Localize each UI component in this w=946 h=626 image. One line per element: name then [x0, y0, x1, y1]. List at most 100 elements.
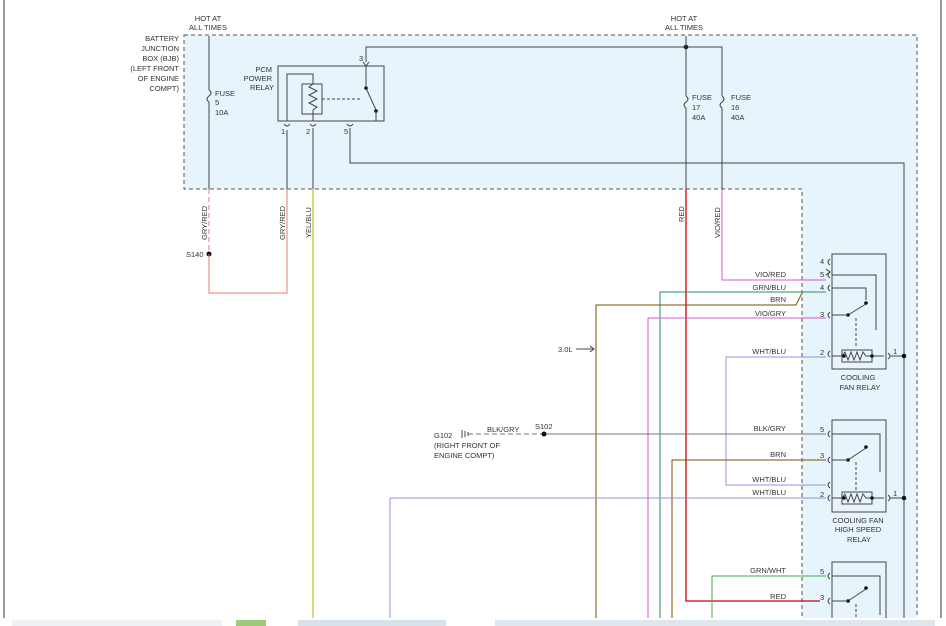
- fuse5-label-3: 10A: [215, 108, 228, 117]
- hsr-wire-label-3: WHT/BLU: [752, 475, 786, 484]
- hot-right-label-1: HOT AT: [671, 14, 698, 23]
- fuse16-label-1: FUSE: [731, 93, 751, 102]
- hot-left-label-1: HOT AT: [195, 14, 222, 23]
- hsr-switch-contact: [864, 445, 868, 449]
- s102-splice: [541, 431, 547, 437]
- cfr-wire-label-5: WHT/BLU: [752, 347, 786, 356]
- cfr-wire-label-1: VIO/RED: [755, 270, 786, 279]
- g102-label-3: ENGINE COMPT): [434, 451, 495, 460]
- grnwht-wire: [711, 575, 826, 626]
- r3-switch-contact: [864, 586, 868, 590]
- cfr-internal-1: [832, 274, 877, 330]
- bjb-label-2: JUNCTION: [141, 44, 179, 53]
- pcm-pin3-feed: [365, 46, 723, 90]
- wire-label-red: RED: [677, 206, 686, 222]
- relay-3-box: [831, 561, 887, 626]
- cooling-fan-relay-box: [831, 253, 887, 370]
- hsr-pin-label-2: 3: [820, 451, 824, 460]
- bottom-scroll-strip: [0, 618, 946, 626]
- blkgry-left-label: BLK/GRY: [487, 425, 519, 434]
- r3-wire-label-2: RED: [770, 592, 786, 601]
- hsr-pin-label-1: 5: [820, 425, 824, 434]
- pcm-label-1: PCM: [255, 65, 272, 74]
- s102-label: S102: [535, 422, 553, 431]
- strip-segment-3: [298, 620, 446, 626]
- cfr-coil: [832, 350, 884, 362]
- cfr-internal-2: [832, 287, 867, 300]
- hsr-name-2: HIGH SPEED: [835, 525, 882, 534]
- pcm-coil-lead: [286, 73, 314, 121]
- cfr-pin-label-3: 4: [820, 283, 824, 292]
- pcm-switch: [365, 87, 377, 111]
- viored-wire: [721, 189, 826, 281]
- cfr-pin-label-1: 4: [820, 257, 824, 266]
- bjb-label-3: BOX (BJB): [142, 54, 179, 63]
- r3-wire-label-1: GRN/WHT: [750, 566, 786, 575]
- hsr-coil-dot-1: [842, 496, 846, 500]
- cfr-switch-contact: [864, 301, 868, 305]
- fuse16-label-2: 16: [731, 103, 739, 112]
- pcm-pin5-wire: [349, 128, 905, 626]
- g102-label-2: (RIGHT FRONT OF: [434, 441, 500, 450]
- s140-label: S140: [186, 250, 204, 259]
- wire-label-gryred-1: GRY/RED: [200, 205, 209, 240]
- hsr-name-3: RELAY: [847, 535, 871, 544]
- hsr-wire-label-1: BLK/GRY: [754, 424, 786, 433]
- pcm-pin5-label: 5: [344, 127, 348, 136]
- strip-segment-1: [12, 620, 222, 626]
- pcm-label-3: RELAY: [250, 83, 274, 92]
- g102-ground-icon: [461, 430, 469, 438]
- bjb-label-6: COMPT): [149, 84, 179, 93]
- whtblu-wire-1: [725, 356, 826, 486]
- hsr-wire-label-4: WHT/BLU: [752, 488, 786, 497]
- fuse16-label-3: 40A: [731, 113, 744, 122]
- cfr-pin-label-5: 2: [820, 348, 824, 357]
- pcm-pin2-label: 2: [306, 127, 310, 136]
- cfr-pin-label-6: 1: [893, 347, 897, 356]
- grnblu-wire: [659, 291, 826, 626]
- cfr-name-1: COOLING: [841, 373, 876, 382]
- r3-switch: [847, 588, 867, 602]
- cfr-wire-label-3: BRN: [770, 295, 786, 304]
- bjb-label-5: OF ENGINE: [138, 74, 179, 83]
- cfr-pin-label-2: 5: [820, 270, 824, 279]
- wire-label-viored: VIO/RED: [713, 207, 722, 238]
- hsr-wire-label-2: BRN: [770, 450, 786, 459]
- hsr-coil-dot-2: [870, 496, 874, 500]
- pcm-pin3-label: 3: [359, 54, 363, 63]
- hsr-internal-1: [832, 433, 881, 472]
- bjb-label-1: BATTERY: [145, 34, 179, 43]
- fuse5-label-1: FUSE: [215, 89, 235, 98]
- wire-label-yelblu: YEL/BLU: [304, 207, 313, 238]
- bjb-region: [183, 34, 918, 626]
- r3-connectors: [827, 572, 831, 605]
- hsr-switch: [847, 447, 867, 461]
- fuse17-label-3: 40A: [692, 113, 705, 122]
- hsr-connectors: [827, 430, 831, 502]
- pcm-pin5-connector: [346, 123, 354, 127]
- cfr-pin1-junction: [901, 353, 907, 359]
- cfr-wire-label-4: VIO/GRY: [755, 309, 786, 318]
- cfr-coil-dot-2: [870, 354, 874, 358]
- hsr-name-1: COOLING FAN: [832, 516, 883, 525]
- pcm-pin1-connector: [283, 123, 291, 127]
- hsr-pin-label-4: 1: [893, 489, 897, 498]
- brn-wire-1: [595, 292, 803, 626]
- hsr-pin1-junction: [901, 495, 907, 501]
- hsr-pin-label-3: 2: [820, 490, 824, 499]
- hsr-coil: [832, 492, 884, 504]
- cfr-pin-label-4: 3: [820, 310, 824, 319]
- brn-wire-2: [671, 459, 826, 626]
- engine-30l-arrowhead: [589, 345, 595, 353]
- bjb-label-4: (LEFT FRONT: [130, 64, 179, 73]
- r3-internal-1: [832, 575, 881, 615]
- red-wire: [685, 189, 820, 602]
- pcm-pin2-connector: [309, 123, 317, 127]
- cfr-wire-label-2: GRN/BLU: [753, 283, 786, 292]
- fuse17-label-1: FUSE: [692, 93, 712, 102]
- fuse17-label-2: 17: [692, 103, 700, 112]
- cfr-connectors: [825, 258, 831, 358]
- fuse5-label-2: 5: [215, 98, 219, 107]
- fuse5-symbol: [206, 89, 212, 103]
- r3-pin-label-1: 5: [820, 567, 824, 576]
